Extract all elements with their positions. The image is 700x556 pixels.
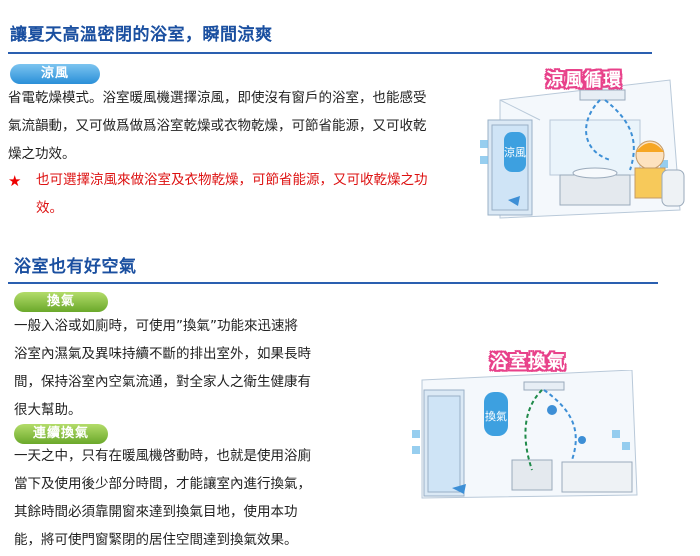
bathroom-ventilation-banner: 浴室換氣 — [490, 352, 566, 373]
cool-air-description: 省電乾燥模式。浴室暖風機選擇涼風，即使沒有窗戶的浴室，也能感受 氣流韻動，又可做… — [8, 84, 478, 168]
ventilation-tag — [484, 392, 508, 436]
cool-air-circulation-banner: 涼風循環 — [546, 70, 622, 91]
star-icon: ★ — [8, 172, 22, 190]
text-line: 很大幫助。 — [14, 402, 82, 418]
continuous-ventilation-description: 一天之中，只有在暖風機啓動時，也就是使用浴廁 當下及使用後少部分時間，才能讓室內… — [14, 442, 359, 554]
text-line: 氣流韻動，又可做爲做爲浴室乾燥或衣物乾燥，可節省能源，又可收乾 — [8, 118, 427, 134]
text-line: 一天之中，只有在暖風機啓動時，也就是使用浴廁 — [14, 448, 311, 464]
ventilation-tag-label: 換氣 — [485, 409, 507, 423]
section-2-divider — [8, 282, 658, 284]
text-line: 省電乾燥模式。浴室暖風機選擇涼風，即使沒有窗戶的浴室，也能感受 — [8, 90, 427, 106]
ventilation-pill: 換氣 — [14, 292, 108, 312]
cool-air-note: 也可選擇涼風來做浴室及衣物乾燥，可節省能源，又可收乾燥之功 效。 — [36, 166, 476, 222]
cool-air-tag-label: 涼風 — [504, 145, 526, 159]
text-line: 能，將可使門窗緊閉的居住空間達到換氣效果。 — [14, 532, 298, 548]
ventilation-description: 一般入浴或如廁時，可使用”換氣”功能來迅速將 浴室內濕氣及異味持續不斷的排出室外… — [14, 312, 359, 424]
text-line: 一般入浴或如廁時，可使用”換氣”功能來迅速將 — [14, 318, 298, 334]
text-line: 間，保持浴室內空氣流通，對全家人之衛生健康有 — [14, 374, 311, 390]
cool-air-tag — [504, 132, 526, 172]
cool-air-pill: 涼風 — [10, 64, 100, 84]
bathroom-ventilation-illustration: 換氣 — [412, 369, 642, 500]
text-line: 當下及使用後少部分時間，才能讓室內進行換氣， — [14, 476, 311, 492]
section-1-divider — [8, 52, 652, 54]
text-line: 浴室內濕氣及異味持續不斷的排出室外，如果長時 — [14, 346, 311, 362]
text-line: 其餘時間必須靠開窗來達到換氣目地，使用本功 — [14, 504, 298, 520]
note-line: 效。 — [36, 200, 63, 216]
continuous-ventilation-pill: 連續換氣 — [14, 424, 108, 444]
cool-air-circulation-illustration: 涼風 — [480, 60, 690, 220]
section-2-title: 浴室也有好空氣 — [14, 257, 137, 277]
note-line: 也可選擇涼風來做浴室及衣物乾燥，可節省能源，又可收乾燥之功 — [36, 172, 428, 188]
bathroom-illustration: 涼風 — [480, 79, 690, 220]
bathroom-ventilation-drawing: 換氣 — [412, 369, 638, 499]
section-1-title: 讓夏天高溫密閉的浴室，瞬間涼爽 — [10, 25, 273, 45]
text-line: 燥之功效。 — [8, 146, 76, 162]
